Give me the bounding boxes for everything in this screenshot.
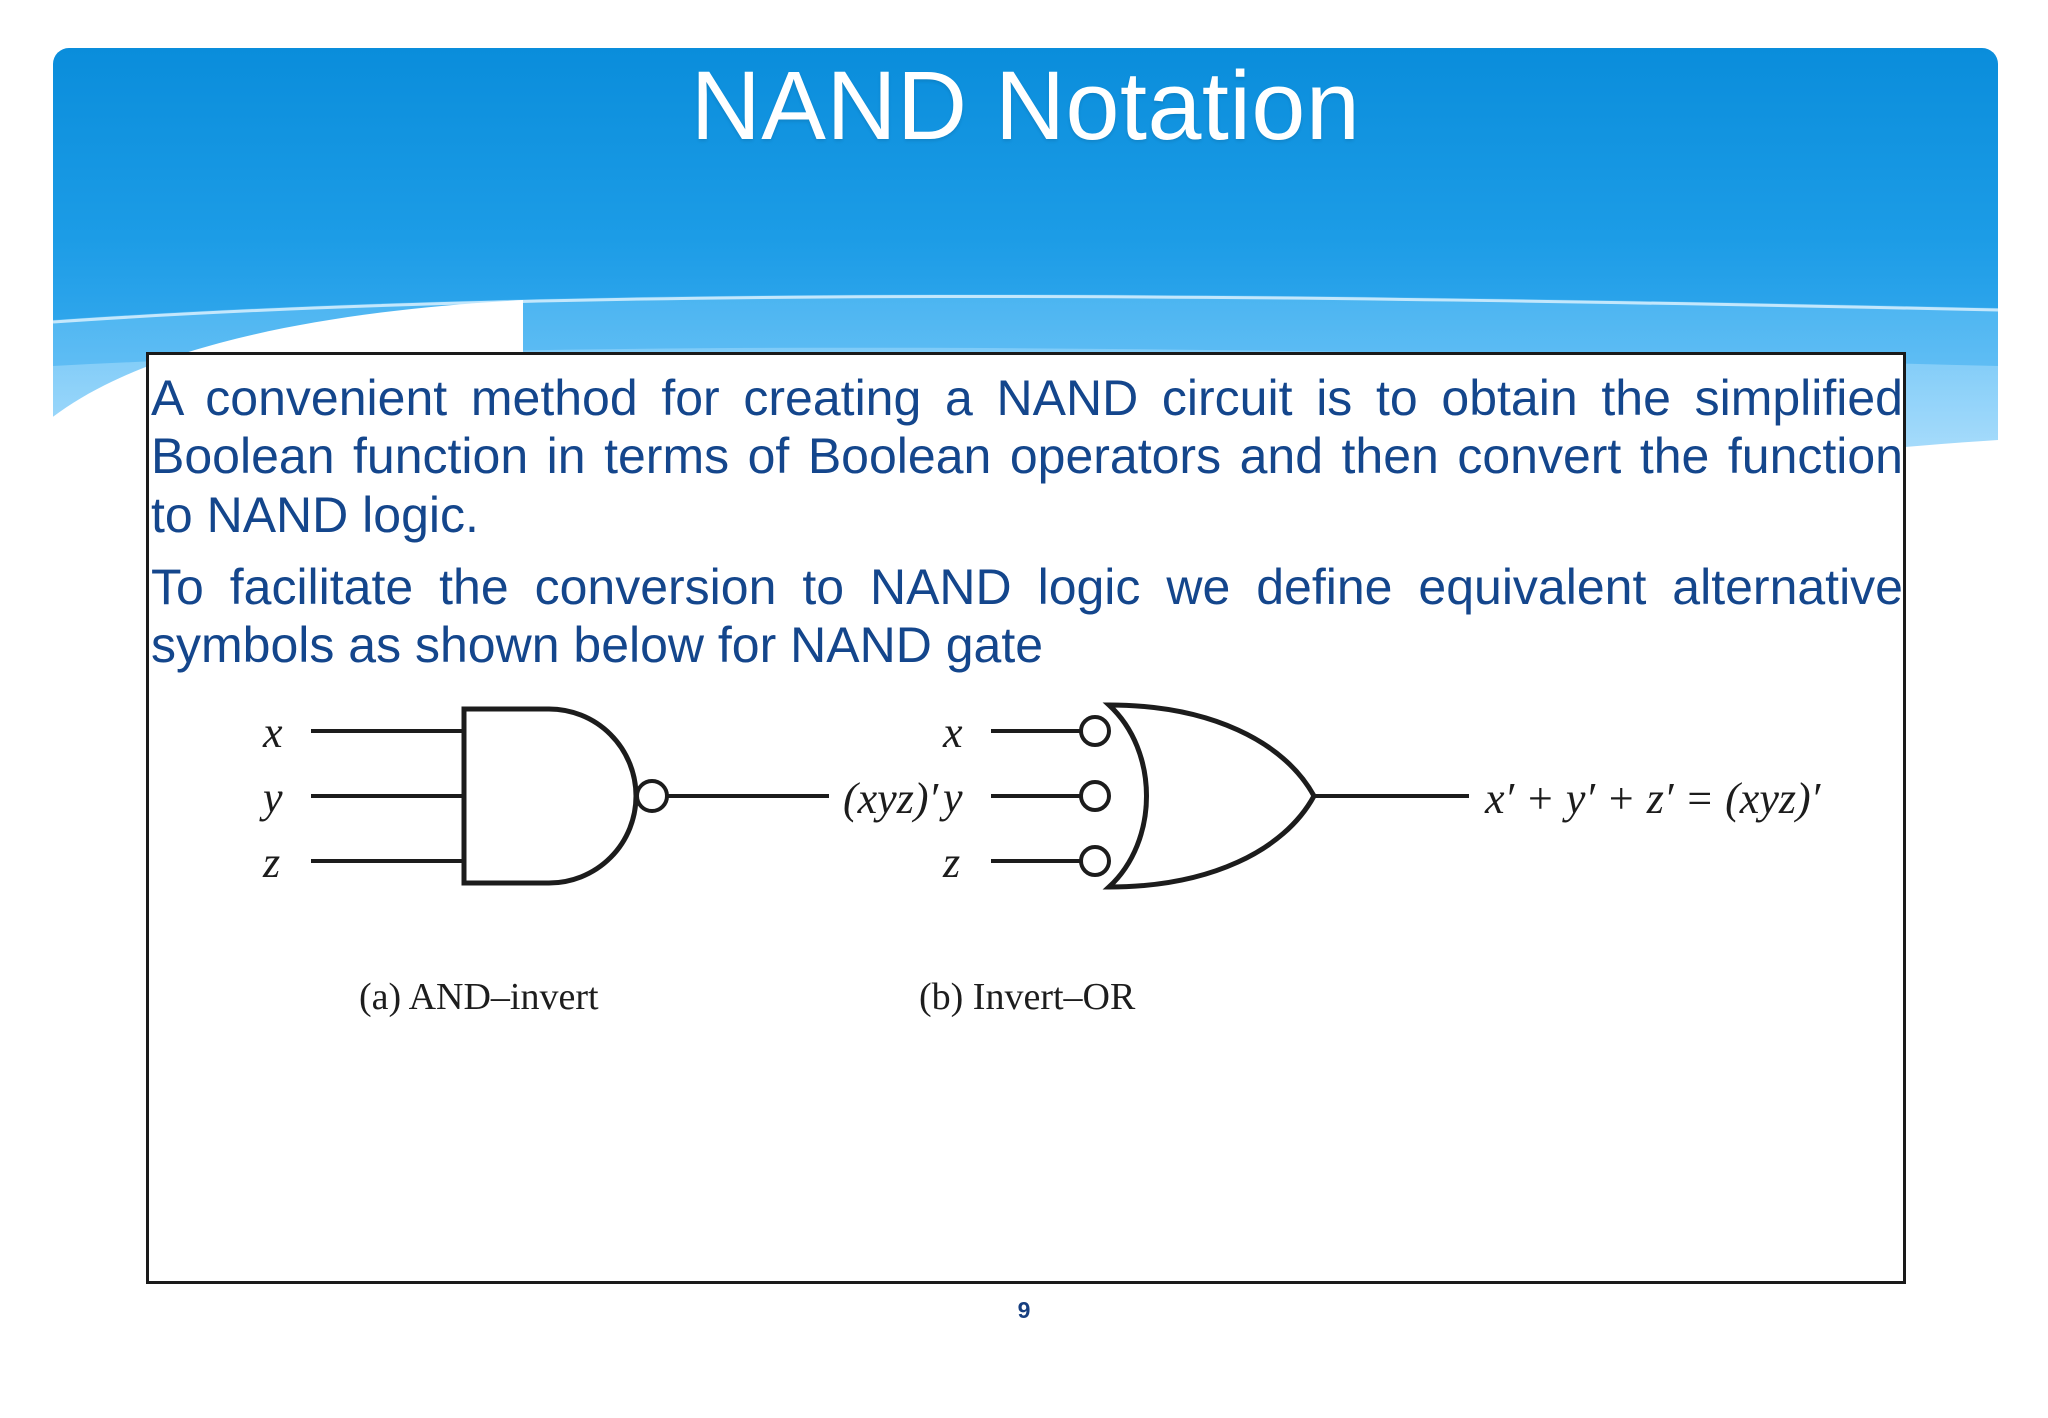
body-paragraph-1: A convenient method for creating a NAND … (151, 370, 1903, 543)
gate-b-output-label: x′ + y′ + z′ = (xyz)′ (1484, 774, 1822, 823)
nand-gate-and-invert (311, 706, 829, 886)
logic-gate-diagram-svg: x y z x y z (xyz)′ x′ + y′ + z′ = (xyz)′ (259, 702, 1822, 890)
figure-caption-a: (a) AND–invert (359, 976, 599, 1018)
gate-a-input-label-y: y (259, 773, 283, 822)
gate-b-body (1102, 702, 1317, 890)
gate-a-output-bubble (635, 779, 669, 813)
figure-caption-b: (b) Invert–OR (919, 976, 1136, 1018)
gate-b-input-label-z: z (942, 838, 960, 887)
gate-a-input-label-z: z (262, 838, 280, 887)
gate-b-input-label-x: x (942, 708, 963, 757)
gate-b-input-label-y: y (939, 773, 963, 822)
page-title: NAND Notation (690, 51, 1361, 160)
gate-a-output-label: (xyz)′ (843, 774, 939, 823)
gate-a-body (461, 706, 639, 886)
gate-b-input-bubble-z (1079, 845, 1111, 877)
banner-highlight-line (53, 294, 1998, 324)
gate-a-input-label-x: x (262, 708, 283, 757)
body-paragraph-2: To facilitate the conversion to NAND log… (151, 559, 1903, 674)
logic-gate-figure: x y z x y z (xyz)′ x′ + y′ + z′ = (xyz)′ (229, 691, 1829, 971)
page-number: 9 (1017, 1297, 1031, 1323)
gate-b-input-bubble-x (1079, 715, 1111, 747)
gate-b-input-bubble-y (1079, 780, 1111, 812)
content-frame: A convenient method for creating a NAND … (146, 352, 1906, 1284)
figure-caption-row: (a) AND–invert (b) Invert–OR (149, 975, 1903, 1035)
nand-gate-invert-or (991, 702, 1469, 890)
